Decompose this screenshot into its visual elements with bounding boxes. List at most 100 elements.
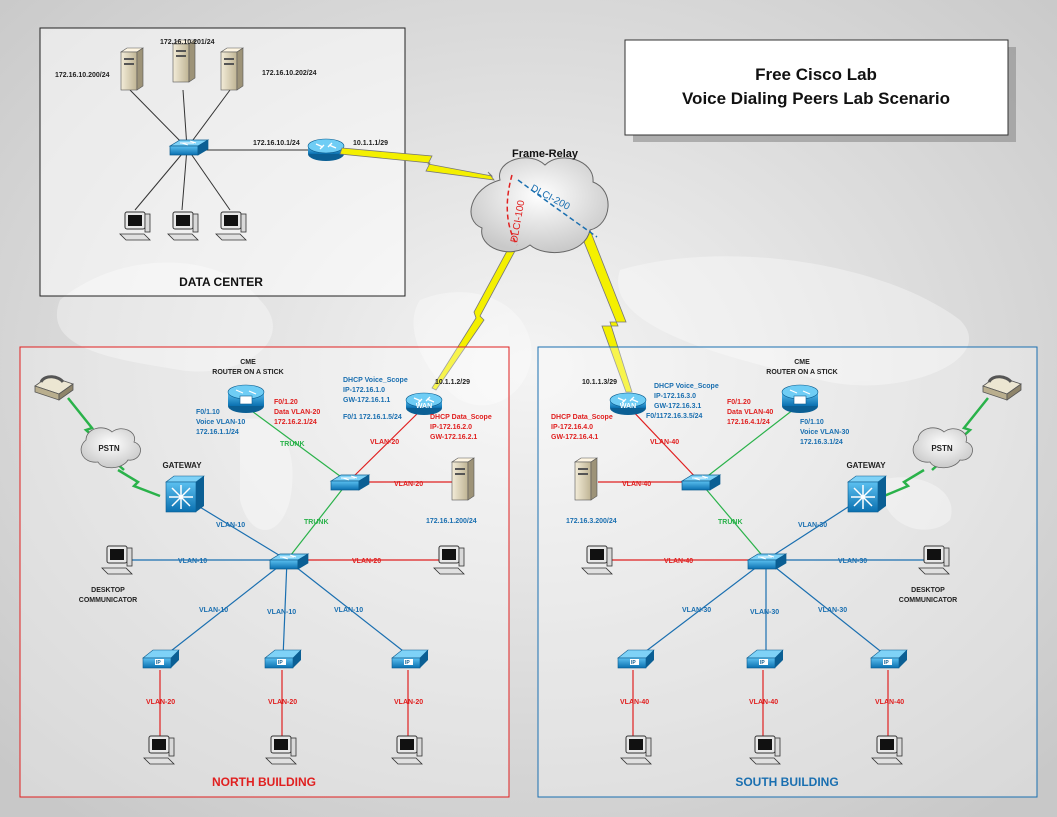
north-data-if-3: 172.16.2.1/24 bbox=[274, 419, 317, 426]
north-cme-subtitle: ROUTER ON A STICK bbox=[212, 369, 283, 376]
title-box: Free Cisco Lab Voice Dialing Peers Lab S… bbox=[624, 39, 1016, 142]
wan-links bbox=[339, 147, 633, 393]
wan-link-dc bbox=[339, 147, 495, 181]
south-data-if-1: F0/1.20 bbox=[727, 399, 751, 406]
north-wan-if: F0/1 172.16.1.5/24 bbox=[343, 414, 402, 421]
south-pc-icon bbox=[581, 545, 613, 575]
south-vlan30-label-3: VLAN-30 bbox=[682, 607, 711, 614]
north-trunk-label-1: TRUNK bbox=[280, 441, 305, 448]
south-gateway-icon bbox=[847, 475, 887, 513]
dc-pc-3-icon bbox=[215, 211, 247, 241]
wan-link-north bbox=[431, 234, 523, 391]
north-building-title: NORTH BUILDING bbox=[212, 775, 316, 789]
south-vlan30-label-1: VLAN-30 bbox=[798, 522, 827, 529]
north-vlan20-label-1: VLAN-20 bbox=[370, 439, 399, 446]
south-voice-if-1: F0/1.10 bbox=[800, 419, 824, 426]
north-pc-icon bbox=[433, 545, 465, 575]
south-vlan30-label-5: VLAN-30 bbox=[818, 607, 847, 614]
dc-title: DATA CENTER bbox=[179, 275, 263, 289]
north-dhcp-voice-2: IP-172.16.1.0 bbox=[343, 387, 385, 394]
north-phone-pc-2-icon bbox=[265, 735, 297, 765]
south-desktop-label-1: DESKTOP bbox=[911, 587, 945, 594]
north-cme-title: CME bbox=[240, 359, 256, 366]
dc-router-icon bbox=[307, 138, 345, 162]
dc-server-ip-2: 172.16.10.201/24 bbox=[160, 39, 215, 46]
north-desktop-label-1: DESKTOP bbox=[91, 587, 125, 594]
south-pstn-label: PSTN bbox=[931, 444, 953, 453]
south-data-if-2: Data VLAN-40 bbox=[727, 409, 773, 416]
south-vlan40-label-3: VLAN-40 bbox=[664, 558, 693, 565]
south-dhcp-data-2: IP-172.16.4.0 bbox=[551, 424, 593, 431]
data-center-group: 172.16.10.200/24 172.16.10.201/24 172.16… bbox=[39, 27, 406, 297]
north-dhcp-data-2: IP-172.16.2.0 bbox=[430, 424, 472, 431]
north-phone-pc-3-icon bbox=[391, 735, 423, 765]
north-dhcp-data-1: DHCP Data_Scope bbox=[430, 414, 492, 421]
title-line-1: Free Cisco Lab bbox=[755, 65, 877, 84]
south-vlan40-label-6: VLAN-40 bbox=[875, 699, 904, 706]
south-vlan30-label-4: VLAN-30 bbox=[750, 609, 779, 616]
north-vlan20-label-3: VLAN-20 bbox=[352, 558, 381, 565]
south-voice-if-3: 172.16.3.1/24 bbox=[800, 439, 843, 446]
south-building-title: SOUTH BUILDING bbox=[735, 775, 838, 789]
south-cme-title: CME bbox=[794, 359, 810, 366]
south-vlan40-label-2: VLAN-40 bbox=[622, 481, 651, 488]
south-pstn-cloud: PSTN bbox=[912, 427, 973, 469]
south-dhcp-voice-1: DHCP Voice_Scope bbox=[654, 383, 719, 390]
south-trunk-label: TRUNK bbox=[718, 519, 743, 526]
north-building-group: PSTN GATEWAY CME ROUTER ON A STICK WAN F… bbox=[19, 346, 510, 798]
dc-pc-2-icon bbox=[167, 211, 199, 241]
frame-relay-cloud: Frame-Relay DLCI-100 DLCI-200 bbox=[470, 148, 609, 254]
south-distribution-switch-icon bbox=[681, 474, 721, 491]
south-phone-pc-1-icon bbox=[620, 735, 652, 765]
north-distribution-switch-icon bbox=[330, 474, 370, 491]
south-building-group: PSTN GATEWAY CME ROUTER ON A STICK WAN F… bbox=[537, 346, 1038, 798]
south-data-if-3: 172.16.4.1/24 bbox=[727, 419, 770, 426]
south-dhcp-voice-2: IP-172.16.3.0 bbox=[654, 393, 696, 400]
south-wan-ip: 10.1.1.3/29 bbox=[582, 379, 617, 386]
north-voice-if-1: F0/1.10 bbox=[196, 409, 220, 416]
south-phone-pc-3-icon bbox=[871, 735, 903, 765]
north-gateway-label: GATEWAY bbox=[162, 461, 202, 470]
north-pstn-label: PSTN bbox=[98, 444, 120, 453]
north-pstn-cloud: PSTN bbox=[80, 427, 141, 469]
dc-pc-1-icon bbox=[119, 211, 151, 241]
frame-relay-label: Frame-Relay bbox=[512, 148, 579, 160]
south-wan-label: WAN bbox=[620, 403, 636, 410]
north-dhcp-data-3: GW-172.16.2.1 bbox=[430, 434, 477, 441]
dc-server-3-icon bbox=[220, 47, 244, 91]
north-wan-ip: 10.1.1.2/29 bbox=[435, 379, 470, 386]
north-gateway-icon bbox=[165, 475, 205, 513]
north-data-if-1: F0/1.20 bbox=[274, 399, 298, 406]
north-vlan10-label-3: VLAN-10 bbox=[199, 607, 228, 614]
north-cme-router-icon bbox=[227, 384, 265, 414]
south-wan-if: F0/1172.16.3.5/24 bbox=[646, 413, 703, 420]
north-voice-if-3: 172.16.1.1/24 bbox=[196, 429, 239, 436]
south-cme-subtitle: ROUTER ON A STICK bbox=[766, 369, 837, 376]
north-phone-pc-1-icon bbox=[143, 735, 175, 765]
north-wan-label: WAN bbox=[416, 403, 432, 410]
south-dhcp-data-1: DHCP Data_Scope bbox=[551, 414, 613, 421]
north-dhcp-voice-3: GW-172.16.1.1 bbox=[343, 397, 390, 404]
south-vlan40-label-4: VLAN-40 bbox=[620, 699, 649, 706]
north-vlan20-label-4: VLAN-20 bbox=[146, 699, 175, 706]
north-server-icon bbox=[451, 457, 475, 501]
dc-switch-ip: 172.16.10.1/24 bbox=[253, 140, 300, 147]
dc-server-ip-3: 172.16.10.202/24 bbox=[262, 70, 317, 77]
north-vlan20-label-2: VLAN-20 bbox=[394, 481, 423, 488]
north-vlan10-label-1: VLAN-10 bbox=[216, 522, 245, 529]
dc-server-1-icon bbox=[120, 47, 144, 91]
north-vlan10-label-4: VLAN-10 bbox=[267, 609, 296, 616]
wan-link-south bbox=[579, 227, 633, 393]
south-desktop-label-2: COMMUNICATOR bbox=[899, 597, 957, 604]
north-trunk-label-2: TRUNK bbox=[304, 519, 329, 526]
north-desktop-communicator-icon bbox=[101, 545, 133, 575]
south-desktop-communicator-icon bbox=[918, 545, 950, 575]
south-vlan40-label-1: VLAN-40 bbox=[650, 439, 679, 446]
world-map-watermark bbox=[56, 256, 970, 530]
south-voice-if-2: Voice VLAN-30 bbox=[800, 429, 849, 436]
south-phone-pc-2-icon bbox=[749, 735, 781, 765]
dc-server-2-icon bbox=[172, 39, 196, 83]
north-vlan10-label-2: VLAN-10 bbox=[178, 558, 207, 565]
